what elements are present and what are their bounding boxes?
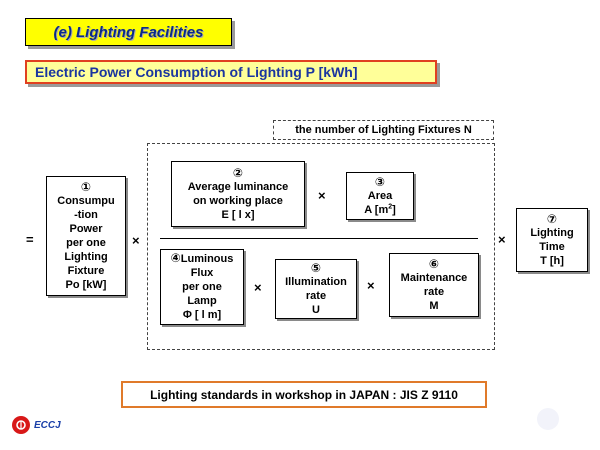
box-line: rate <box>305 289 327 302</box>
num-3: ③ <box>374 174 386 189</box>
box-line: U <box>312 303 320 316</box>
average-luminance-box: ② Average luminance on working place E [… <box>171 161 305 227</box>
decorative-circle <box>537 408 559 430</box>
num-6: ⑥ <box>428 256 440 271</box>
box-line: Po [kW] <box>65 278 107 291</box>
luminous-flux-box: ④Luminous Flux per one Lamp Φ [ l m] <box>160 249 244 325</box>
fixtures-count-label: the number of Lighting Fixtures N <box>273 120 494 140</box>
num-7: ⑦ <box>546 211 558 226</box>
illumination-rate-box: ⑤ Illumination rate U <box>275 259 357 319</box>
area-unit-base: A [m <box>364 203 389 216</box>
box-line: Flux <box>190 267 214 279</box>
times-sign: × <box>132 233 140 248</box>
box-line: M <box>429 299 439 312</box>
box-line: -tion <box>74 208 98 221</box>
eccj-logo: ECCJ <box>12 416 61 434</box>
area-unit: A [m2] <box>364 203 396 217</box>
num-1: ① <box>80 179 92 194</box>
standards-note: Lighting standards in workshop in JAPAN … <box>121 381 487 408</box>
fraction-line <box>160 238 478 239</box>
box-line: Fixture <box>67 264 105 277</box>
box-line: rate <box>423 285 445 298</box>
box-line: per one <box>182 281 222 293</box>
times-sign: × <box>254 280 262 295</box>
box-line: Luminous <box>180 253 234 265</box>
num-5: ⑤ <box>310 260 322 275</box>
consumption-power-box: ① Consumpu -tion Power per one Lighting … <box>46 176 126 296</box>
box-line: Lamp <box>187 295 217 307</box>
maintenance-rate-box: ⑥ Maintenance rate M <box>389 253 479 317</box>
box-line: Time <box>539 240 565 253</box>
box-line: E [ l x] <box>221 208 255 221</box>
box-line: Consumpu <box>57 194 115 207</box>
times-sign: × <box>367 278 375 293</box>
eccj-logo-icon <box>12 416 30 434</box>
box-line: Lighting <box>64 250 108 263</box>
box-line: on working place <box>193 194 283 207</box>
area-box: ③ Area A [m2] <box>346 172 414 220</box>
section-title: (e) Lighting Facilities <box>25 18 232 46</box>
box-line: Area <box>367 189 393 202</box>
eccj-logo-text: ECCJ <box>34 419 61 431</box>
leaf-icon <box>16 420 26 430</box>
times-sign: × <box>498 232 506 247</box>
box-line: T [h] <box>540 254 564 267</box>
formula-heading: Electric Power Consumption of Lighting P… <box>25 60 437 84</box>
box-line: Illumination <box>285 275 347 288</box>
box-line: Power <box>69 222 103 235</box>
box-line: Average luminance <box>187 180 289 193</box>
box-line: Maintenance <box>400 271 468 284</box>
flux-first-line: ④Luminous <box>171 252 234 266</box>
fixtures-count-group <box>147 143 495 350</box>
num-2: ② <box>232 165 244 180</box>
area-unit-close: ] <box>392 203 396 216</box>
equals-sign: = <box>26 232 34 247</box>
box-line: Lighting <box>530 226 574 239</box>
area-unit-exponent: 2 <box>388 202 393 210</box>
num-4: ④ <box>170 251 181 265</box>
box-line: Φ [ l m] <box>182 309 222 321</box>
times-sign: × <box>318 188 326 203</box>
box-line: per one <box>66 236 106 249</box>
lighting-time-box: ⑦ Lighting Time T [h] <box>516 208 588 272</box>
